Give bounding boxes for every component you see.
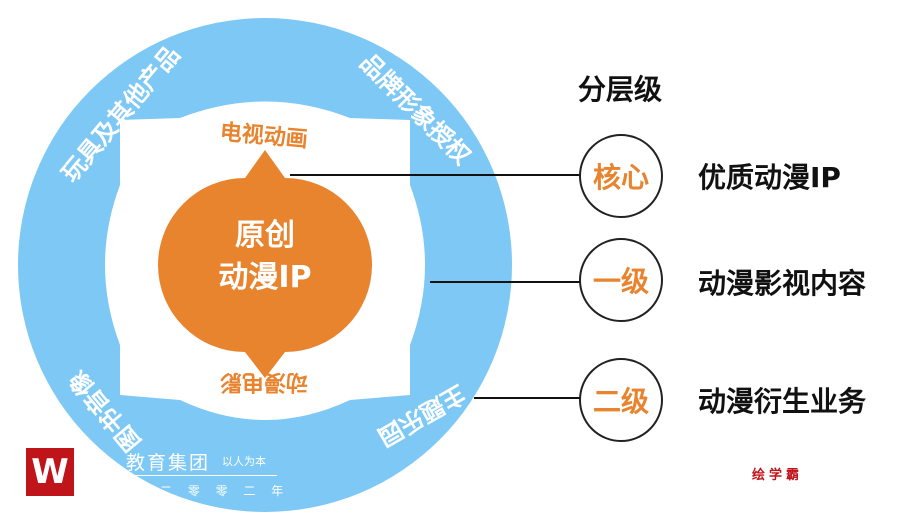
badge-level2: 二级	[579, 358, 663, 442]
watermark-motto: 以人为本	[222, 455, 266, 468]
badge-level1: 一级	[579, 238, 663, 322]
brand-watermark: 绘学霸	[752, 468, 804, 483]
watermark-org: …教育集团	[105, 452, 211, 474]
watermark-divider	[100, 475, 277, 476]
levels-title: 分层级	[578, 73, 663, 106]
label-level2: 动漫衍生业务	[698, 385, 867, 418]
watermark-year: 二 零 零 二 年	[160, 484, 290, 498]
core-label-line1: 原创	[235, 218, 295, 253]
core-label: 原创 动漫IP	[180, 215, 350, 299]
badge-core: 核心	[579, 134, 663, 218]
label-level1: 动漫影视内容	[698, 267, 867, 300]
inner-label-film: 动漫电影	[220, 369, 309, 394]
logo-icon: W	[26, 448, 74, 496]
core-shape	[158, 150, 372, 378]
label-core: 优质动漫IP	[698, 161, 841, 194]
core-label-line2: 动漫IP	[218, 260, 312, 295]
